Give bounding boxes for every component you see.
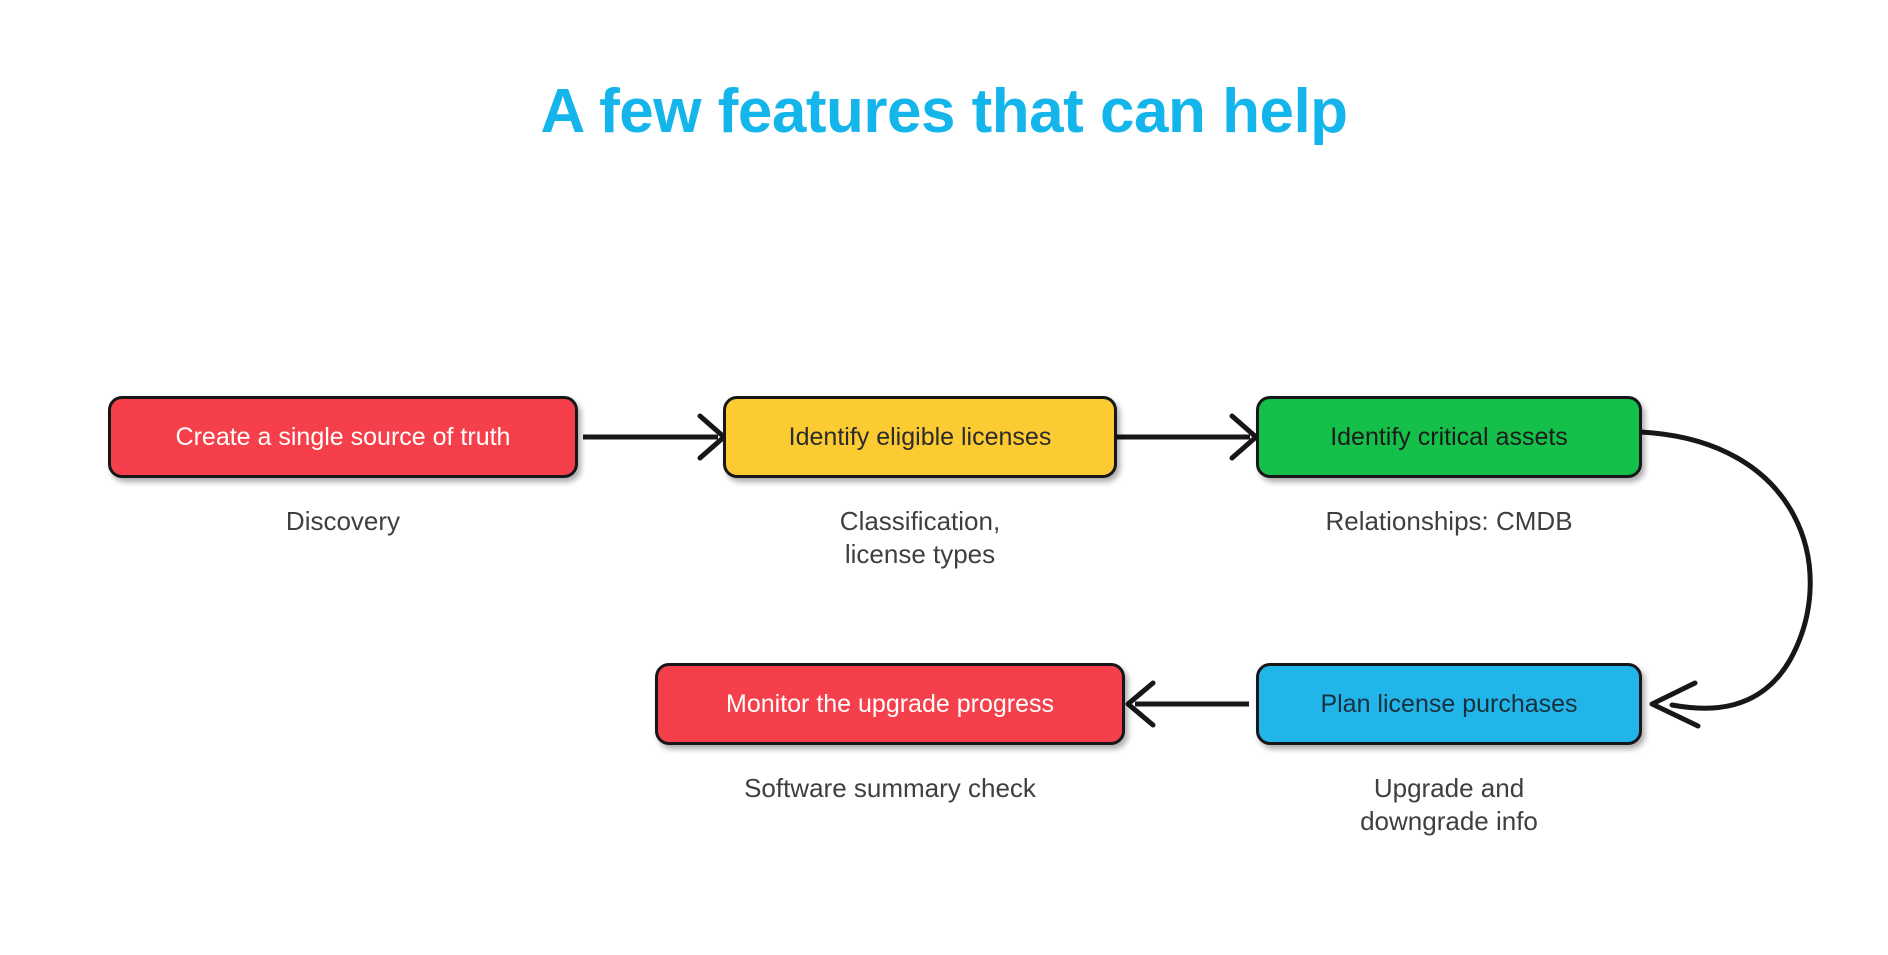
flow-caption-software-summary-check: Software summary check (625, 772, 1155, 805)
flow-node-label: Create a single source of truth (175, 422, 511, 451)
caption-line: Classification, (839, 506, 1001, 536)
arrow-node1-to-node2 (583, 413, 727, 461)
caption-line: Relationships: CMDB (1325, 506, 1573, 536)
flow-caption-relationships-cmdb: Relationships: CMDB (1256, 505, 1642, 538)
flow-caption-classification-license-types: Classification, license types (723, 505, 1117, 572)
flow-node-plan-license-purchases[interactable]: Plan license purchases (1256, 663, 1642, 745)
flow-node-identify-eligible-licenses[interactable]: Identify eligible licenses (723, 396, 1117, 478)
caption-line: Software summary check (744, 773, 1036, 803)
flow-node-label: Monitor the upgrade progress (726, 689, 1054, 718)
flow-node-label: Plan license purchases (1320, 689, 1578, 718)
caption-line: Discovery (285, 506, 401, 536)
arrow-node2-to-node3 (1117, 413, 1259, 461)
flow-caption-discovery: Discovery (108, 505, 578, 538)
page-title: A few features that can help (540, 77, 1348, 146)
caption-line: license types (844, 539, 996, 570)
flow-node-identify-critical-assets[interactable]: Identify critical assets (1256, 396, 1642, 478)
caption-line: downgrade info (1360, 806, 1538, 837)
flow-node-label: Identify critical assets (1330, 422, 1568, 451)
caption-line: Upgrade and (1373, 773, 1525, 803)
flow-node-create-single-source-of-truth[interactable]: Create a single source of truth (108, 396, 578, 478)
flow-node-monitor-upgrade-progress[interactable]: Monitor the upgrade progress (655, 663, 1125, 745)
arrow-node3-to-node4-curved (1637, 429, 1813, 729)
flow-caption-upgrade-downgrade-info: Upgrade and downgrade info (1256, 772, 1642, 839)
flow-node-label: Identify eligible licenses (788, 422, 1052, 451)
arrow-node4-to-node5 (1125, 680, 1249, 728)
